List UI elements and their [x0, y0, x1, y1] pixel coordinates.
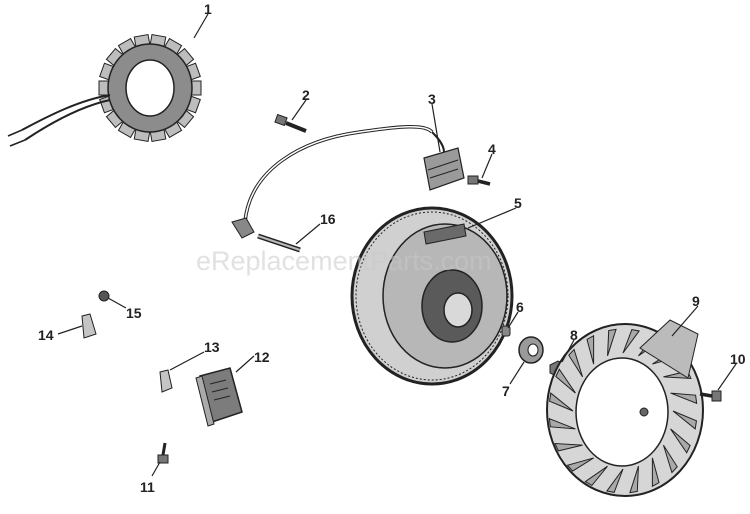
callout-6: 6 — [516, 299, 524, 315]
screw-part-10 — [699, 390, 722, 402]
fan-blade — [586, 334, 595, 365]
callout-15: 15 — [126, 305, 142, 321]
screw-part-11 — [157, 442, 169, 464]
bracket-part-14 — [81, 313, 97, 339]
callout-10: 10 — [730, 351, 746, 367]
fan-blade — [554, 443, 583, 452]
callout-2: 2 — [302, 87, 310, 103]
fan-blade — [607, 328, 617, 356]
fan-blade — [622, 329, 641, 354]
callout-12: 12 — [254, 349, 270, 365]
callout-5: 5 — [514, 195, 522, 211]
spark-plug-part — [257, 233, 301, 253]
nut-part-15 — [98, 290, 110, 302]
callout-9: 9 — [692, 293, 700, 309]
fan-blade — [568, 348, 584, 378]
ignition-module-part — [231, 124, 465, 239]
fan-blade — [629, 466, 639, 494]
screw-part-4 — [467, 175, 491, 186]
callout-13: 13 — [204, 339, 220, 355]
callout-8: 8 — [570, 327, 578, 343]
screw-part-2 — [274, 113, 307, 133]
leader-lines — [57, 13, 737, 477]
washer-part — [518, 336, 544, 364]
callout-11: 11 — [140, 479, 155, 495]
fan-blade — [662, 444, 678, 474]
bracket-part-13 — [159, 369, 173, 393]
callout-7: 7 — [502, 383, 510, 399]
callout-3: 3 — [428, 91, 436, 107]
fan-blade — [651, 457, 660, 488]
callout-labels: 1 2 3 4 5 6 7 8 9 10 11 12 13 14 15 16 — [38, 1, 746, 495]
fan-blade — [566, 457, 594, 472]
fan-blade — [605, 468, 624, 493]
fan-blade — [548, 392, 574, 412]
fan-blade — [670, 428, 691, 454]
fan-blade — [584, 465, 608, 487]
stator-part — [7, 34, 202, 147]
watermark-text: eReplacementParts.com — [196, 246, 492, 276]
fan-blade — [555, 368, 576, 394]
callout-1: 1 — [204, 1, 212, 17]
fan-blade — [670, 392, 698, 405]
rectifier-regulator-part — [195, 367, 243, 427]
callout-14: 14 — [38, 327, 54, 343]
fan-blade — [672, 410, 698, 430]
callout-16: 16 — [320, 211, 336, 227]
callout-4: 4 — [488, 141, 496, 157]
flywheel-part — [350, 206, 514, 386]
fan-part — [546, 319, 704, 497]
key-part — [501, 325, 511, 337]
fan-blade — [548, 417, 576, 430]
